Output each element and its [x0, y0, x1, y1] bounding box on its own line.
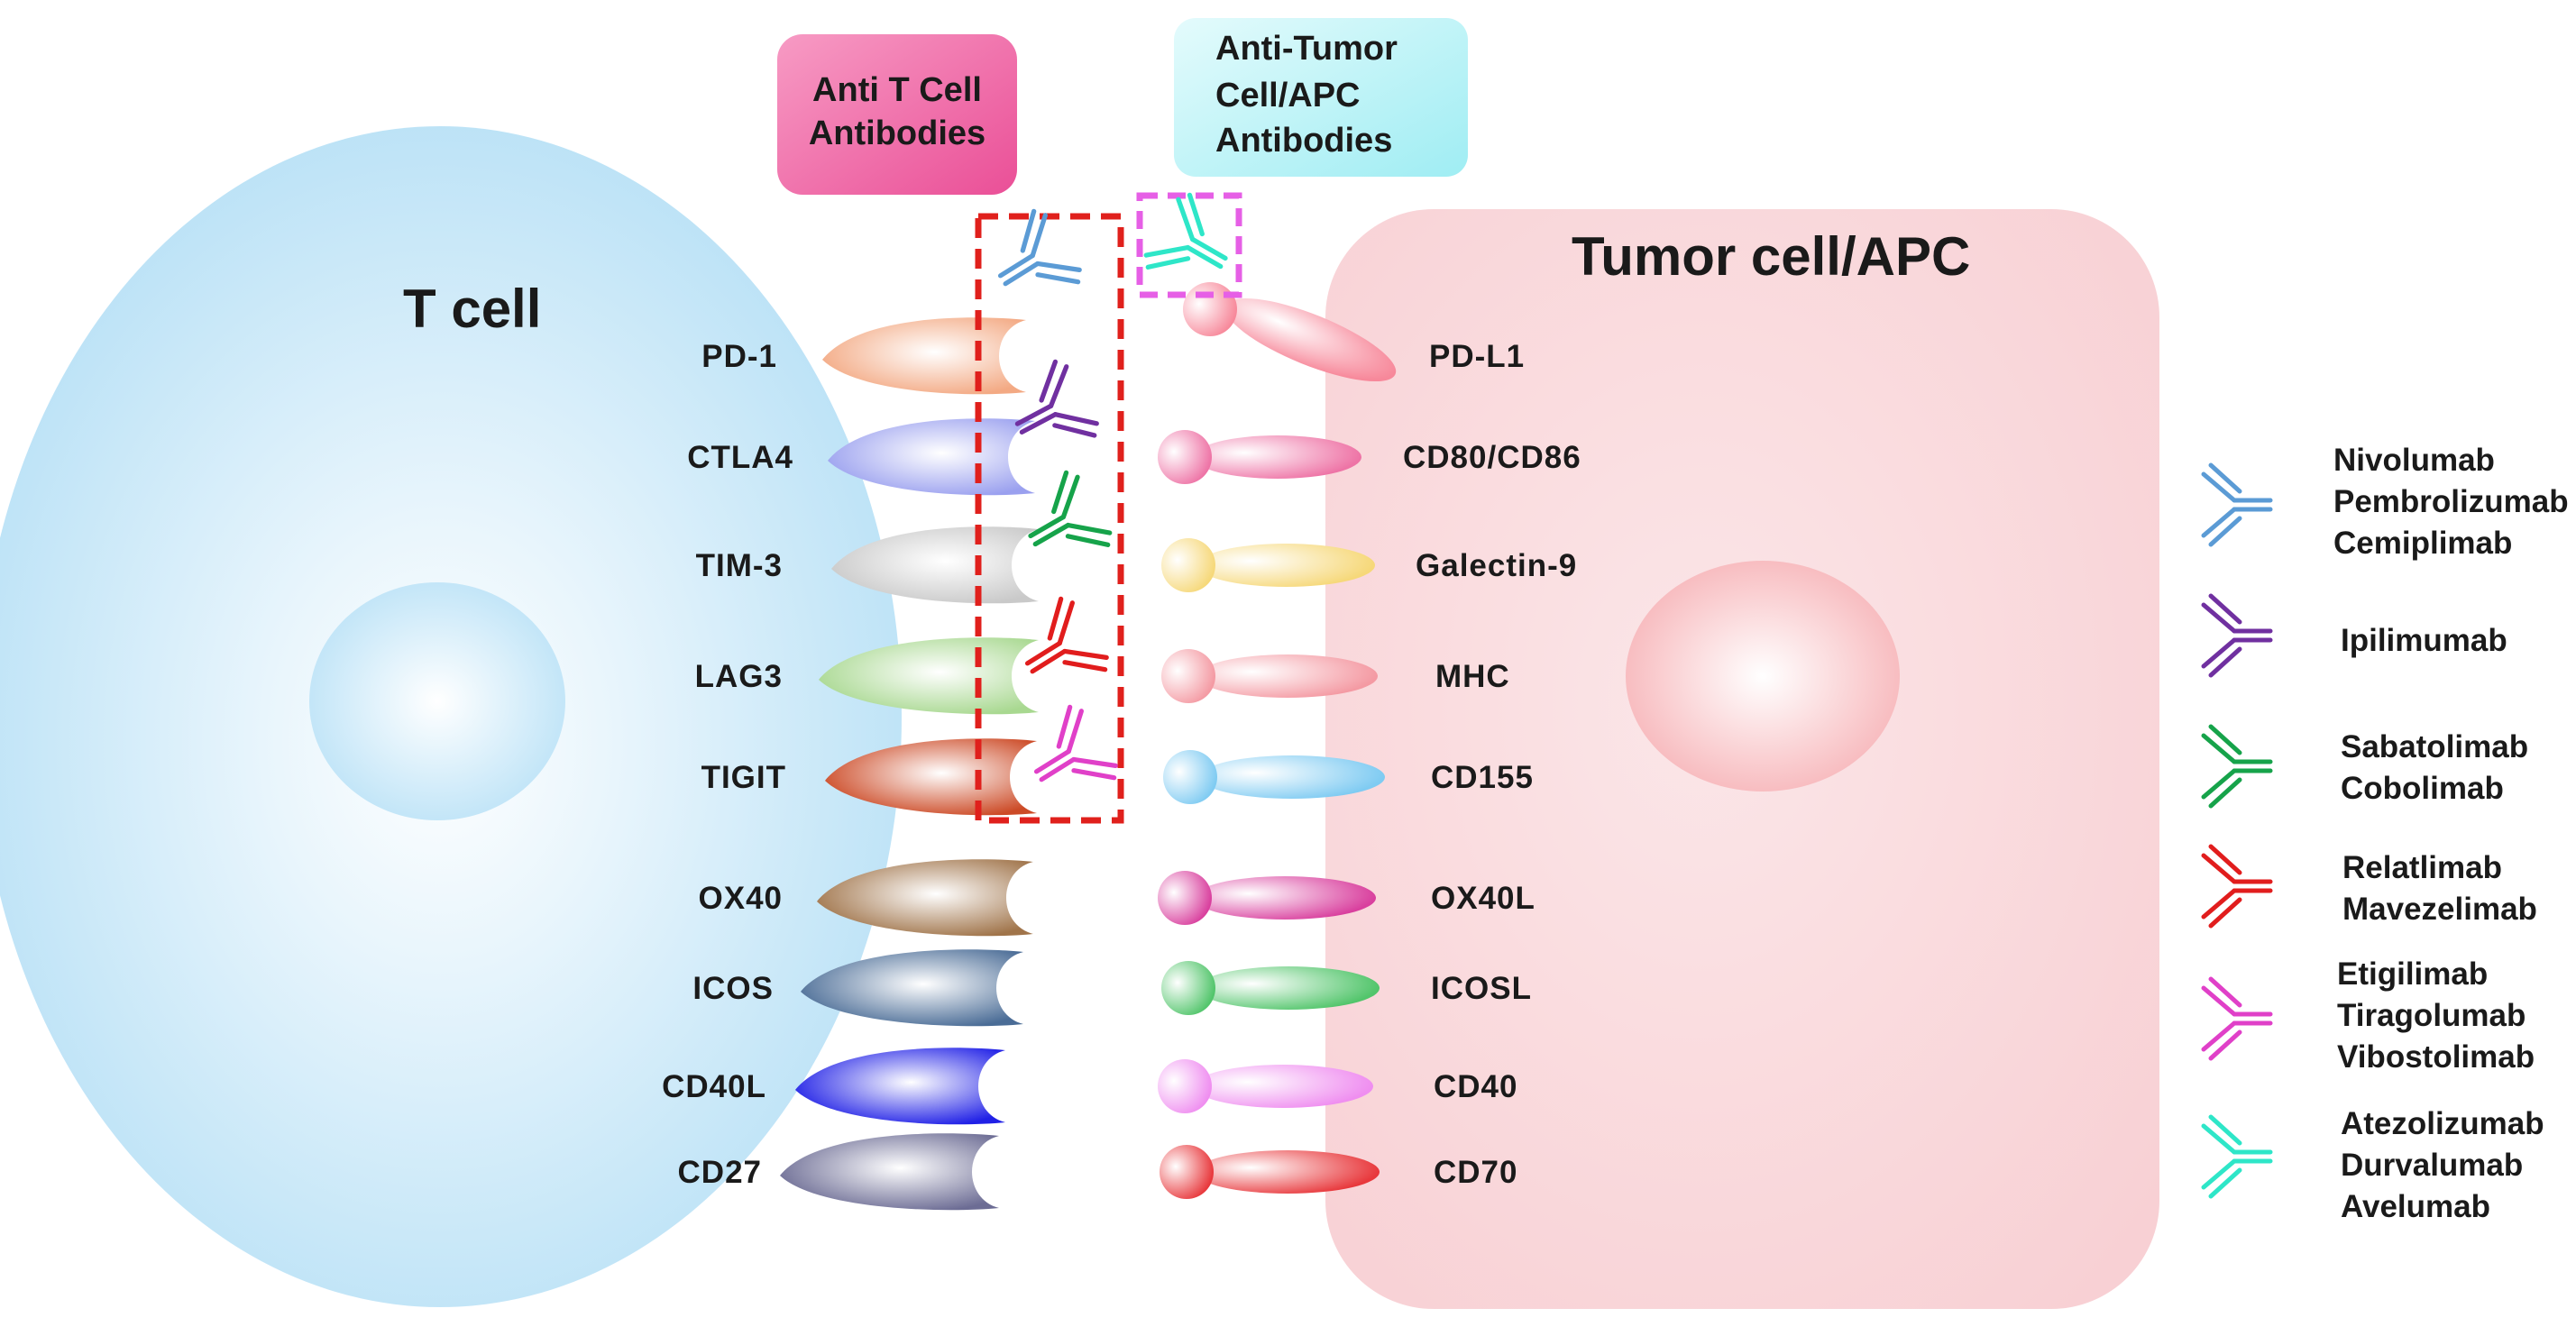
legend-drug-label: Atezolizumab — [2341, 1106, 2544, 1141]
legend-antibody-icon — [2201, 976, 2273, 1061]
receptor-label: CTLA4 — [687, 440, 793, 475]
legend-drug-label: Cobolimab — [2341, 771, 2504, 806]
anti-t-cell-box — [777, 34, 1017, 195]
receptor-tigit — [825, 738, 1037, 816]
ligand-label: OX40L — [1431, 881, 1536, 916]
legend-drug-label: Avelumab — [2341, 1189, 2490, 1224]
antibody-icon-tigit-group — [1033, 704, 1118, 782]
anti-tumor-title-line3: Antibodies — [1215, 122, 1392, 160]
antibody-icon-pdl1-group — [1143, 192, 1228, 270]
legend-drug-label: Relatlimab — [2342, 850, 2502, 885]
anti-t-cell-title-line1: Anti T Cell — [812, 71, 982, 109]
receptor-label: PD-1 — [701, 339, 777, 374]
legend-drug-label: Ipilimumab — [2341, 623, 2507, 658]
legend-drug-label: Cemiplimab — [2333, 526, 2512, 561]
receptor-ox40 — [817, 859, 1033, 937]
anti-t-cell-title-line2: Antibodies — [809, 114, 985, 152]
receptor-pd-1 — [822, 317, 1026, 395]
legend-antibody-icon — [2201, 844, 2273, 929]
receptor-cd40l — [795, 1048, 1005, 1125]
legend-drug-label: Tiragolumab — [2337, 998, 2526, 1033]
ligand-cd155 — [1163, 750, 1385, 804]
receptor-label: CD27 — [678, 1155, 762, 1190]
ligand-icosl — [1161, 961, 1380, 1015]
antibody-icon-relatlimab-group — [1024, 596, 1109, 674]
ligand-label: CD155 — [1431, 760, 1534, 795]
legend-drug-label: Pembrolizumab — [2333, 484, 2569, 519]
ligand-label: CD40 — [1434, 1069, 1517, 1104]
ligand-label: MHC — [1435, 659, 1510, 694]
ligand-galectin-9 — [1161, 538, 1375, 592]
checkpoint-molecules — [780, 282, 1397, 1211]
tumor-cell-nucleus — [1626, 561, 1900, 792]
receptor-ctla4 — [828, 418, 1035, 496]
antibody-icon-nivolumab-group — [997, 208, 1082, 287]
receptor-label: CD40L — [662, 1069, 766, 1104]
tumor-cell-label: Tumor cell/APC — [1572, 226, 1970, 287]
legend-antibody-icon — [2201, 724, 2273, 809]
legend-drug-label: Etigilimab — [2337, 956, 2488, 992]
ligand-cd70 — [1160, 1145, 1380, 1199]
anti-tumor-title-line1: Anti-Tumor — [1215, 30, 1398, 68]
legend-item: Ipilimumab — [2201, 593, 2507, 678]
receptor-label: ICOS — [692, 971, 774, 1006]
ligand-cd40 — [1158, 1059, 1373, 1113]
legend-drug-label: Mavezelimab — [2342, 892, 2537, 927]
ligand-ox40l — [1158, 871, 1376, 925]
t-cell-label: T cell — [403, 279, 541, 339]
ligand-label: ICOSL — [1431, 971, 1532, 1006]
legend-antibody-icon — [2201, 462, 2273, 547]
receptor-cd27 — [780, 1133, 999, 1211]
legend-drug-label: Durvalumab — [2341, 1148, 2523, 1183]
legend-antibody-icon — [2201, 1114, 2273, 1199]
receptor-label: OX40 — [699, 881, 784, 916]
ligand-cd80-cd86 — [1158, 430, 1361, 484]
t-cell-nucleus — [309, 582, 565, 820]
ligand-label: CD80/CD86 — [1403, 440, 1581, 475]
anti-t-cell-dashed-frame — [975, 213, 1124, 824]
receptor-icos — [801, 949, 1023, 1027]
receptor-lag3 — [819, 637, 1039, 715]
ligand-label: CD70 — [1434, 1155, 1517, 1190]
receptor-label: TIM-3 — [696, 548, 783, 583]
receptor-tim-3 — [831, 526, 1039, 604]
anti-tumor-dashed-frame — [1136, 192, 1242, 298]
receptor-label: TIGIT — [701, 760, 786, 795]
antibody-icons — [997, 192, 1228, 782]
receptor-label: LAG3 — [695, 659, 783, 694]
legend: NivolumabPembrolizumabCemiplimabIpilimum… — [2201, 443, 2569, 1224]
antibody-icon-sabatolimab-group — [1028, 470, 1113, 547]
antibody-icon-ipilimumab — [1014, 359, 1099, 438]
ligand-mhc — [1161, 649, 1378, 703]
legend-drug-label: Sabatolimab — [2341, 729, 2528, 764]
legend-drug-label: Vibostolimab — [2337, 1039, 2535, 1075]
ligand-label: PD-L1 — [1429, 339, 1525, 374]
legend-drug-label: Nivolumab — [2333, 443, 2495, 478]
ligand-label: Galectin-9 — [1416, 548, 1577, 583]
anti-tumor-title-line2: Cell/APC — [1215, 77, 1360, 114]
legend-antibody-icon — [2201, 593, 2273, 678]
anti-tumor-box — [1174, 18, 1468, 177]
